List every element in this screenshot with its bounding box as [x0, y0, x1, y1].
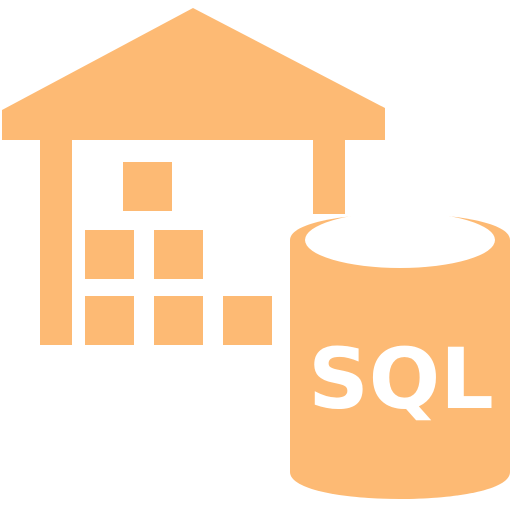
- warehouse-box-mid-left: [85, 230, 134, 279]
- warehouse-box-bottom-2: [154, 296, 203, 345]
- database-cylinder-body: [290, 213, 510, 499]
- database-cylinder-top-highlight: [305, 212, 495, 268]
- database-sql-label: SQL: [308, 330, 493, 428]
- warehouse-right-wall-shape: [313, 140, 345, 214]
- warehouse-box-mid-right: [154, 230, 203, 279]
- warehouse-box-top: [123, 162, 172, 211]
- warehouse-left-wall-shape: [40, 140, 72, 345]
- warehouse-box-bottom-1: [85, 296, 134, 345]
- warehouse-roof-shape: [2, 8, 385, 140]
- warehouse-box-bottom-3: [223, 296, 272, 345]
